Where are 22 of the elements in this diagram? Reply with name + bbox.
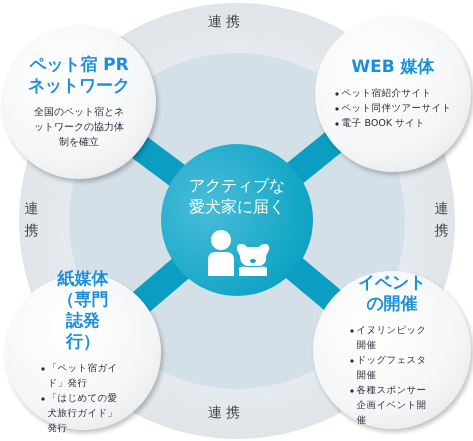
bullet-item: 「はじめての愛犬旅行ガイド」発行 bbox=[48, 392, 118, 436]
link-label: 連携 bbox=[24, 200, 39, 241]
heading: 紙媒体（専門誌発行） bbox=[56, 268, 110, 352]
bullet-item: 各種スポンサー企画イベント開催 bbox=[356, 384, 428, 428]
heading: WEB 媒体 bbox=[350, 57, 436, 78]
heading: ペット宿 PRネットワーク bbox=[27, 54, 131, 96]
connector-band bbox=[132, 258, 190, 312]
bullet-item: ペット宿紹介サイト bbox=[342, 87, 432, 101]
connector-band bbox=[285, 258, 342, 310]
bullet-item: 「ペット宿ガイド」発行 bbox=[48, 362, 118, 390]
heading: アクティブな愛犬家に届く bbox=[188, 175, 286, 217]
bullet-item: イヌリンピック開催 bbox=[356, 324, 428, 352]
description: 全国のペット宿とネットワークの協力体制を確立 bbox=[33, 106, 125, 150]
connector-band bbox=[131, 136, 186, 186]
bullet-item: ドッグフェスタ開催 bbox=[356, 354, 428, 382]
connector-band bbox=[286, 132, 342, 184]
link-label: 連携 bbox=[208, 13, 244, 31]
bullet-item: ペット同伴ツアーサイト bbox=[342, 102, 452, 116]
link-label: 連携 bbox=[208, 404, 244, 422]
link-label: 連携 bbox=[434, 200, 449, 241]
heading: イベントの開催 bbox=[357, 272, 427, 314]
bullet-item: 電子 BOOK サイト bbox=[342, 117, 426, 131]
